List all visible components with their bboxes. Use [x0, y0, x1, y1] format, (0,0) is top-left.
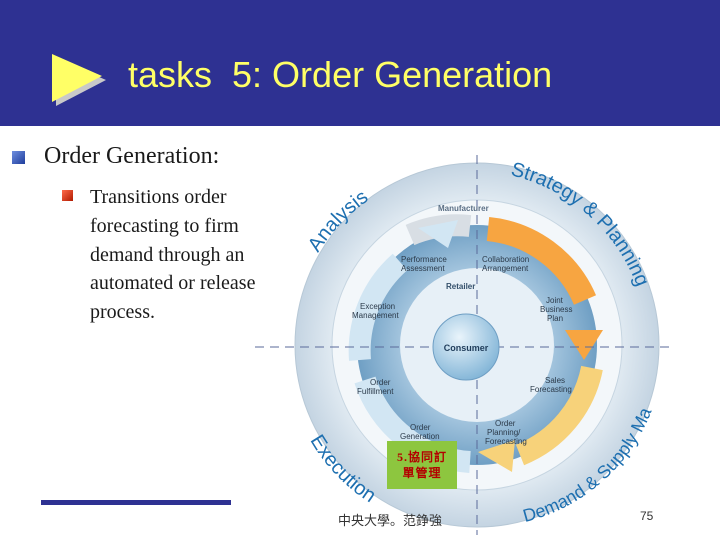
svg-text:Generation: Generation: [400, 432, 440, 441]
exception-management-label: Exception: [360, 302, 395, 311]
svg-text:Plan: Plan: [547, 314, 563, 323]
bullet-square-icon: [12, 151, 25, 164]
footer-text: 中央大學。范錚強: [338, 513, 443, 528]
bullet-level1-text: Order Generation:: [44, 143, 220, 169]
page-number: 75: [640, 509, 654, 523]
order-fulfillment-label: Order: [370, 378, 391, 387]
play-arrow-icon: [52, 54, 106, 106]
consumer-label: Consumer: [444, 343, 489, 353]
svg-text:Business: Business: [540, 305, 572, 314]
svg-text:Forecasting: Forecasting: [530, 385, 572, 394]
performance-assessment-label: Performance: [401, 255, 447, 264]
collaboration-arrangement-label: Collaboration: [482, 255, 529, 264]
svg-text:Arrangement: Arrangement: [482, 264, 529, 273]
svg-text:Forecasting: Forecasting: [485, 437, 527, 446]
consumer-core: [432, 313, 500, 381]
manufacturer-label: Manufacturer: [438, 204, 489, 213]
highlight-text: 5.協同訂 單管理: [396, 450, 447, 480]
order-planning-label: Order: [495, 419, 516, 428]
svg-text:Planning/: Planning/: [487, 428, 521, 437]
svg-text:Management: Management: [352, 311, 399, 320]
title-bar: tasks 5: Order Generation: [0, 0, 720, 126]
sub-bullet-square-icon: [62, 190, 73, 201]
order-generation-highlight: [387, 441, 457, 489]
cpfr-cycle-diagram: Consumer Manufacturer Retailer Performan…: [250, 150, 670, 535]
footer-rule: [41, 500, 231, 505]
bullet-level2-text: Transitions order forecasting to firm de…: [90, 186, 256, 324]
slide-title: tasks 5: Order Generation: [128, 54, 553, 95]
svg-text:Fulfillment: Fulfillment: [357, 387, 394, 396]
sales-forecasting-label: Sales: [545, 376, 565, 385]
order-generation-label: Order: [410, 423, 431, 432]
svg-text:Assessment: Assessment: [401, 264, 445, 273]
joint-business-plan-label: Joint: [546, 296, 564, 305]
retailer-label: Retailer: [446, 282, 475, 291]
